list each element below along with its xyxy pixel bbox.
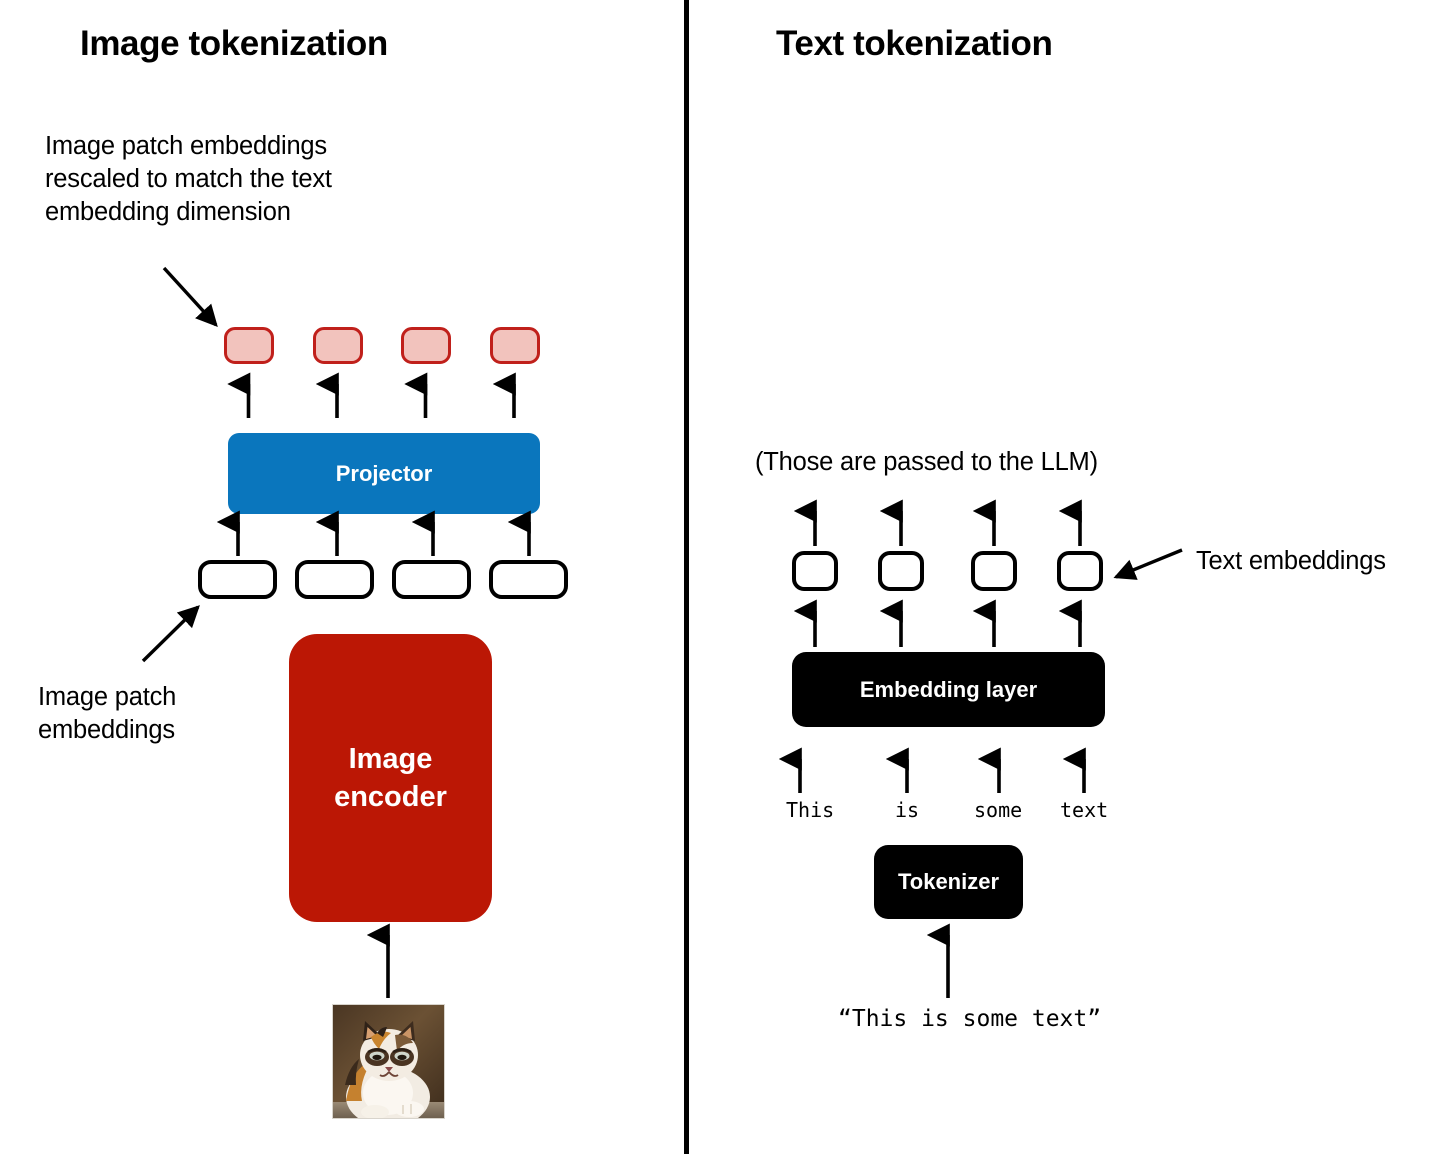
page-title-image-tokenization: Image tokenization (80, 24, 388, 63)
page-title-text-tokenization: Text tokenization (776, 24, 1053, 63)
arrows-tokens-to-embedlayer (778, 747, 1086, 793)
text-embedding-box (1057, 551, 1103, 591)
patch-embedding-box (392, 560, 471, 599)
projected-token-box (224, 327, 274, 364)
text-embedding-box (971, 551, 1017, 591)
annotation-arrow-patch-embeddings (141, 605, 200, 663)
annotation-arrow-text-embeddings (1113, 548, 1183, 580)
arrows-embeddings-to-llm (793, 499, 1082, 546)
patch-embedding-box (198, 560, 277, 599)
arrow-input-text-to-tokenizer (926, 923, 950, 998)
arrows-embedlayer-to-embeddings (793, 599, 1082, 647)
word-token-3: text (1060, 798, 1109, 822)
annotation-text-embeddings: Text embeddings (1196, 547, 1386, 575)
panel-divider (684, 0, 689, 1154)
projected-token-box (490, 327, 540, 364)
input-image-cat (332, 1004, 445, 1119)
arrow-image-to-encoder (366, 923, 390, 998)
arrows-patches-to-projector (216, 510, 531, 556)
cat-illustration (333, 1005, 444, 1118)
annotation-patch-embeddings: Image patch embeddings (38, 683, 177, 744)
word-token-2: some (974, 798, 1023, 822)
word-token-1: is (895, 798, 920, 822)
word-token-0: This (786, 798, 835, 822)
annotation-rescaled-embeddings: Image patch embeddings rescaled to match… (45, 132, 332, 226)
projected-token-box (401, 327, 451, 364)
patch-embedding-box (489, 560, 568, 599)
tokenizer-block: Tokenizer (874, 845, 1023, 919)
input-text-string: “This is some text” (838, 1006, 1102, 1032)
projected-token-box (313, 327, 363, 364)
text-embedding-box (792, 551, 838, 591)
image-encoder-block: Image encoder (289, 634, 492, 922)
annotation-arrow-rescaled (162, 266, 218, 328)
annotation-passed-to-llm: (Those are passed to the LLM) (755, 448, 1098, 476)
arrows-projector-to-tokens (227, 372, 516, 418)
text-embedding-box (878, 551, 924, 591)
embedding-layer-block: Embedding layer (792, 652, 1105, 727)
patch-embedding-box (295, 560, 374, 599)
projector-block: Projector (228, 433, 540, 514)
